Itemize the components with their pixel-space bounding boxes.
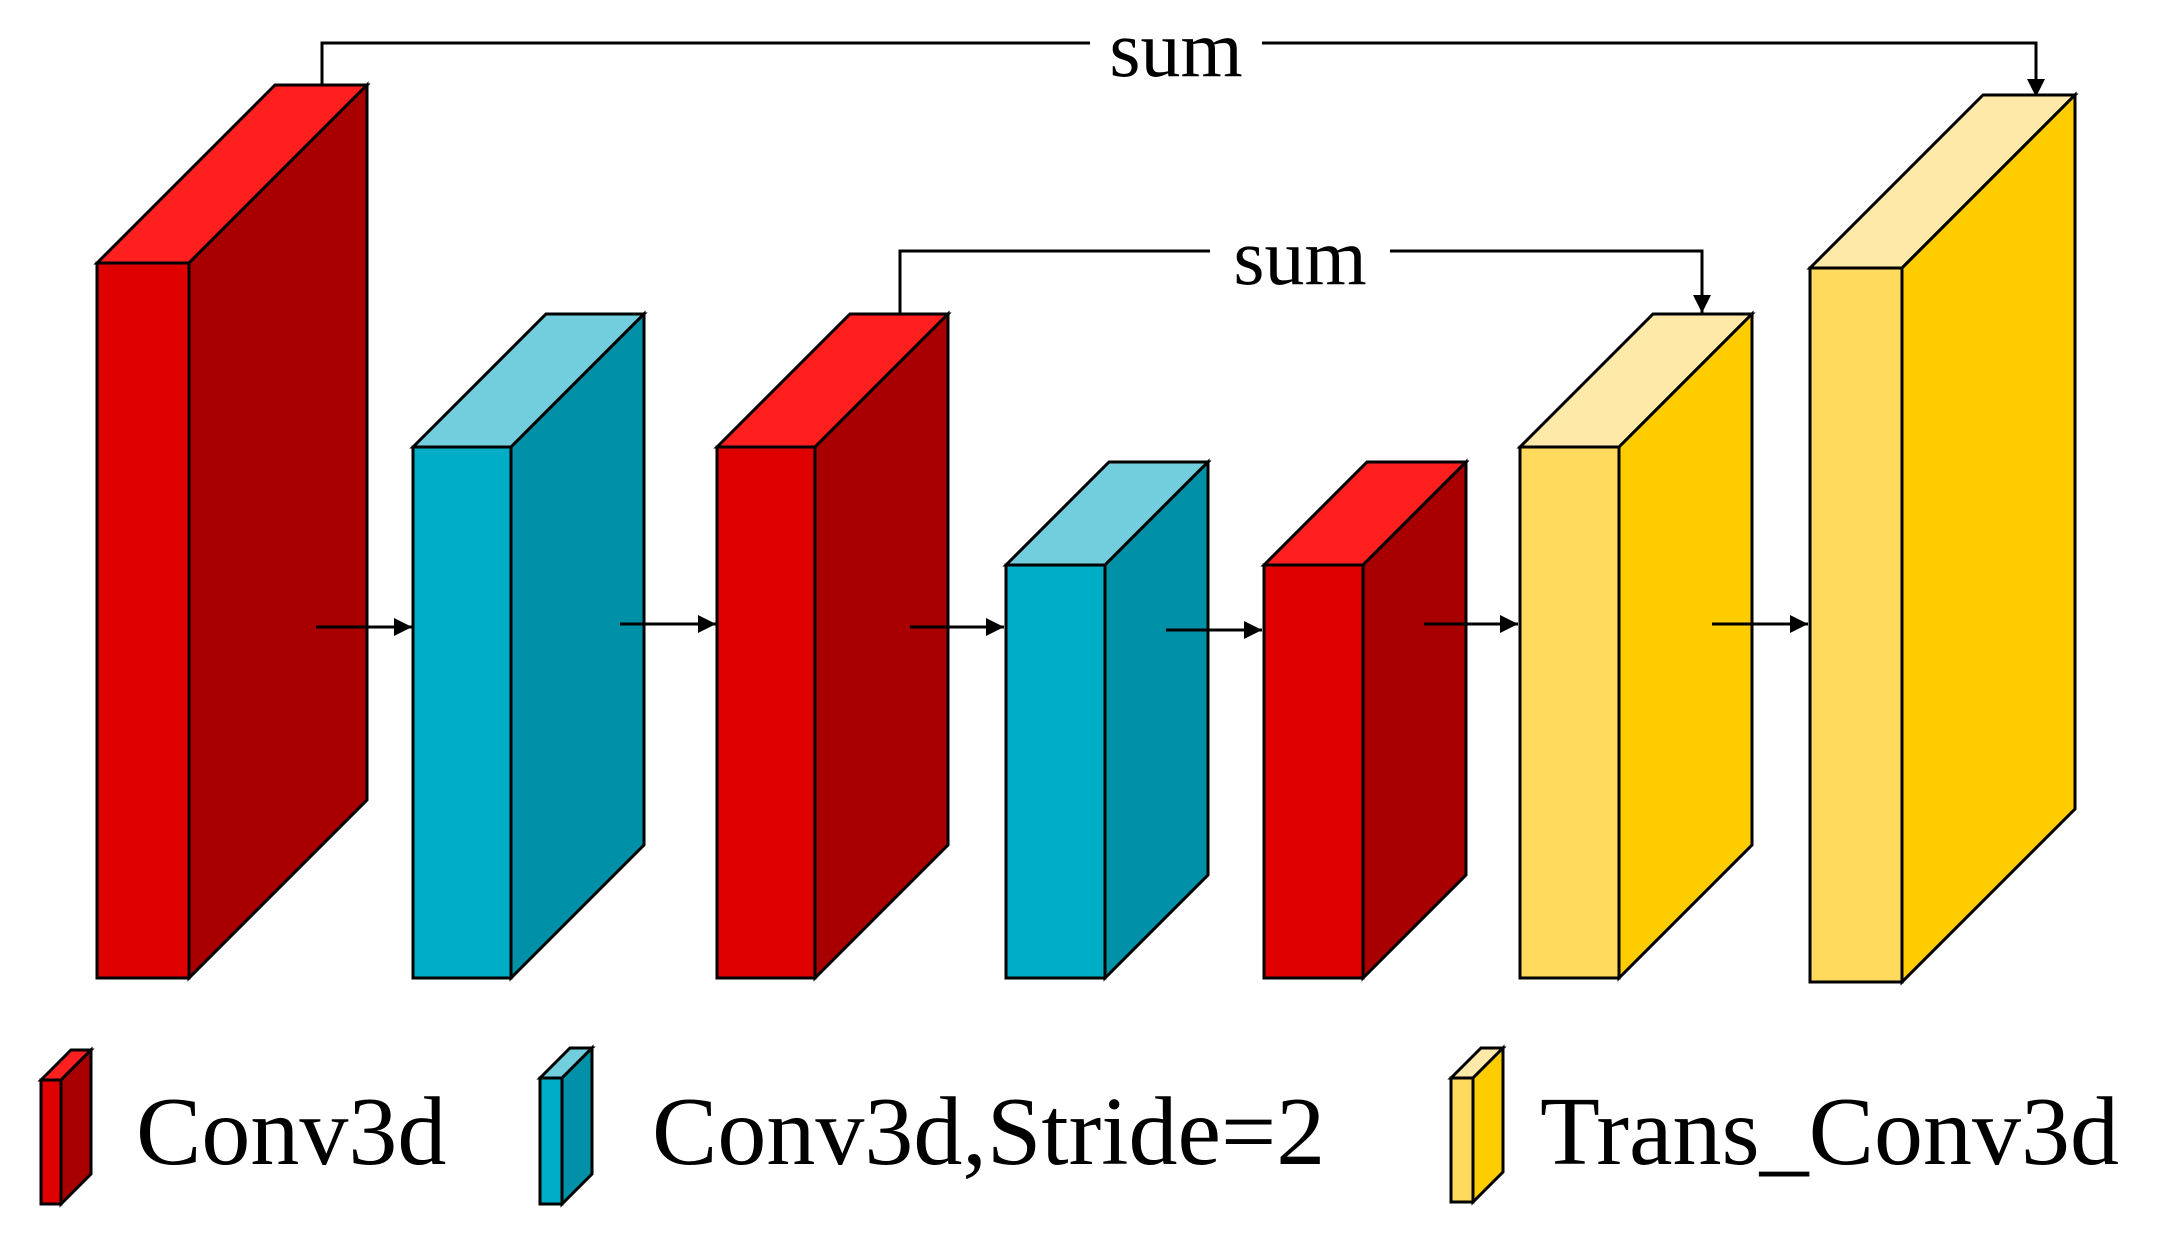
block-5-conv3d bbox=[1260, 458, 1470, 982]
skip-line-outer bbox=[320, 41, 1090, 85]
legend-icon-1-front-face bbox=[39, 1078, 63, 1206]
blocks-layer bbox=[93, 81, 2079, 986]
legend-icon-conv3d bbox=[37, 1046, 95, 1208]
block-3-conv3d bbox=[713, 310, 952, 982]
legend-icon-3-front-face bbox=[1449, 1076, 1475, 1204]
legend-icon-conv3d-stride2 bbox=[536, 1044, 596, 1208]
skip-arrow-outer bbox=[1262, 41, 2045, 97]
block-7-trans-conv3d bbox=[1806, 91, 2079, 986]
block-6-front-face bbox=[1518, 445, 1621, 980]
block-7-front-face bbox=[1808, 266, 1904, 984]
block-2-front-face bbox=[411, 445, 513, 980]
legend-label-conv3d: Conv3d bbox=[136, 1078, 446, 1186]
skip-connection-outer: sum bbox=[320, 6, 2045, 97]
flow-arrows bbox=[316, 615, 1808, 639]
legend-label-conv3d-stride2: Conv3d,Stride=2 bbox=[652, 1078, 1325, 1186]
block-1-front-face bbox=[95, 261, 191, 980]
sum-label-outer: sum bbox=[1109, 6, 1242, 94]
block-3-front-face bbox=[715, 445, 817, 980]
block-4-front-face bbox=[1004, 563, 1107, 980]
sum-label-inner: sum bbox=[1233, 214, 1366, 302]
legend: Conv3d Conv3d,Stride=2 Trans_Conv3d bbox=[37, 1044, 2119, 1208]
block-1-conv3d bbox=[93, 81, 371, 982]
block-4-conv3d-stride2 bbox=[1002, 458, 1212, 982]
skip-connection-inner: sum bbox=[898, 214, 1711, 313]
block-6-trans-conv3d bbox=[1516, 310, 1756, 982]
skip-line-inner bbox=[898, 249, 1210, 313]
block-5-front-face bbox=[1262, 563, 1365, 980]
legend-label-trans-conv3d: Trans_Conv3d bbox=[1540, 1078, 2119, 1186]
legend-icon-2-front-face bbox=[538, 1076, 564, 1206]
legend-icon-trans-conv3d bbox=[1447, 1044, 1507, 1206]
block-2-conv3d-stride2 bbox=[409, 310, 648, 982]
legend-icon-2-side-face bbox=[560, 1044, 594, 1208]
skip-arrow-inner bbox=[1390, 249, 1711, 313]
